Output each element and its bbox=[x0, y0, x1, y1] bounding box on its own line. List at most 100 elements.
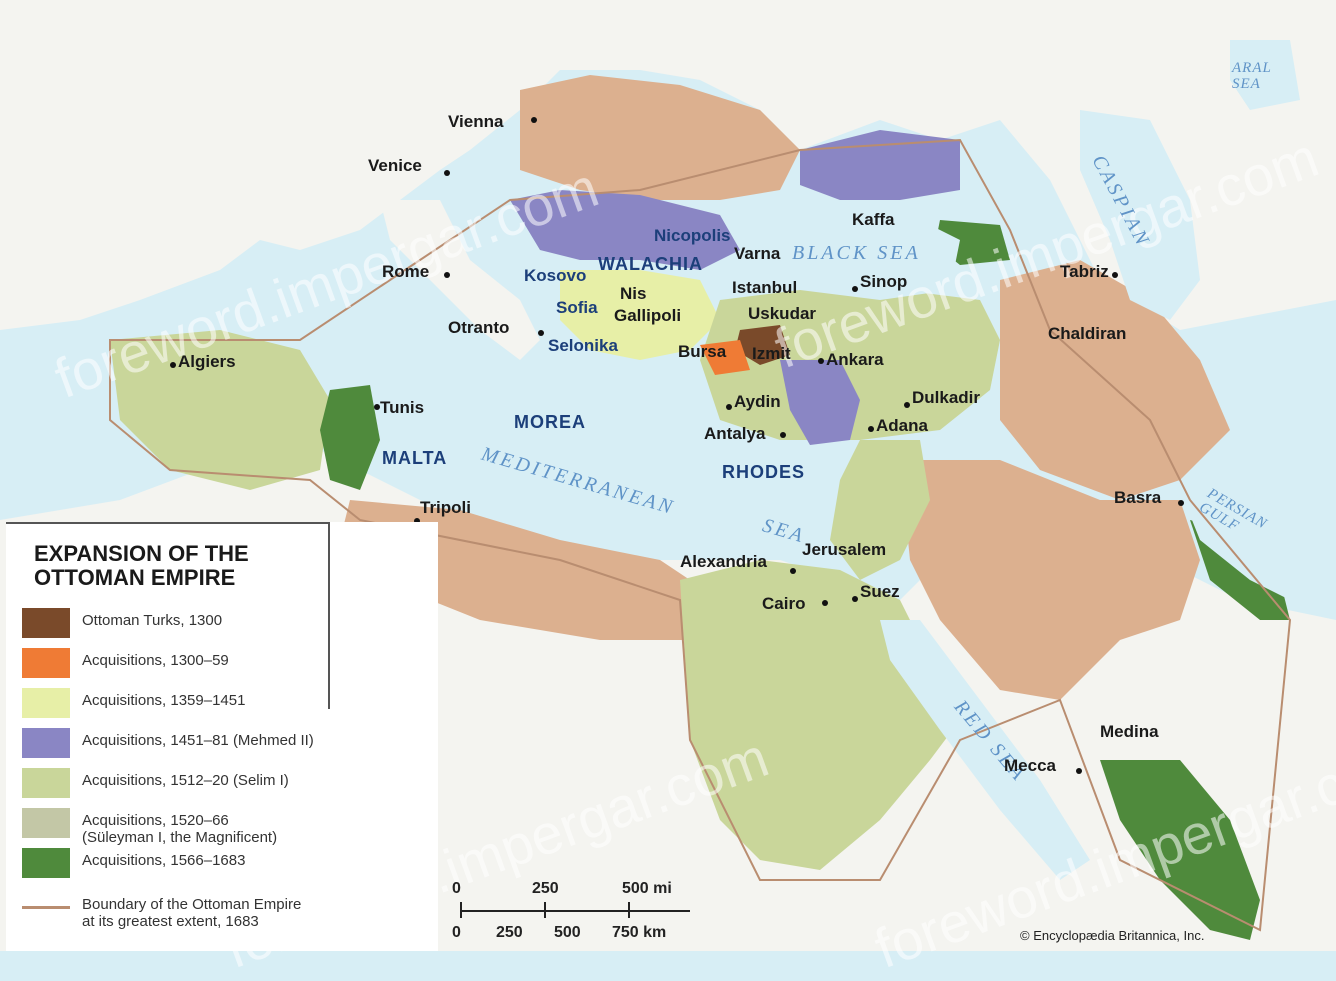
legend-item-label: Acquisitions, 1566–1683 bbox=[82, 852, 246, 869]
legend-item-label: Acquisitions, 1359–1451 bbox=[82, 692, 246, 709]
city-dulkadir: Dulkadir bbox=[912, 388, 981, 407]
legend-item-label: Acquisitions, 1451–81 (Mehmed II) bbox=[82, 732, 314, 749]
legend-swatch bbox=[22, 688, 70, 718]
scale-mi-500: 500 mi bbox=[622, 880, 672, 897]
city-selonika: Selonika bbox=[548, 336, 618, 355]
city-tabriz: Tabriz bbox=[1060, 262, 1109, 281]
water-aral: ARAL SEA bbox=[1232, 60, 1272, 92]
legend-boundary-line bbox=[22, 906, 70, 909]
city-nicopolis: Nicopolis bbox=[654, 226, 731, 245]
legend-item-label: Acquisitions, 1300–59 bbox=[82, 652, 229, 669]
city-bursa: Bursa bbox=[678, 342, 727, 361]
region-north-africa-green bbox=[110, 330, 330, 490]
legend-item: Acquisitions, 1566–1683 bbox=[22, 848, 432, 882]
scale-km-750: 750 km bbox=[612, 924, 667, 941]
city-kaffa: Kaffa bbox=[852, 210, 895, 229]
city-mecca: Mecca bbox=[1004, 756, 1056, 775]
city-medina: Medina bbox=[1100, 722, 1159, 741]
scale-tick-1 bbox=[544, 902, 546, 918]
city-sinop: Sinop bbox=[860, 272, 908, 291]
legend-item: Acquisitions, 1300–59 bbox=[22, 648, 432, 682]
region-balkans-yellow bbox=[560, 270, 720, 360]
aral-sea bbox=[1230, 40, 1300, 110]
scale-tick-2 bbox=[628, 902, 630, 918]
scale-bar: 0 250 500 mi 0 250 500 750 km bbox=[452, 878, 712, 948]
caspian-sea bbox=[1080, 110, 1200, 320]
city-algiers: Algiers bbox=[178, 352, 236, 371]
city-basra: Basra bbox=[1114, 488, 1162, 507]
city-ankara: Ankara bbox=[826, 350, 884, 369]
region-persia bbox=[1000, 260, 1230, 500]
city-suez: Suez bbox=[860, 582, 900, 601]
region-algiers-green bbox=[320, 385, 380, 490]
scale-km-250: 250 bbox=[496, 924, 523, 941]
region-balkans-purple bbox=[510, 190, 740, 270]
scale-line bbox=[460, 910, 690, 912]
city-tunis: Tunis bbox=[380, 398, 425, 417]
legend-swatch bbox=[22, 608, 70, 638]
city-varna: Varna bbox=[734, 244, 781, 263]
legend-swatch bbox=[22, 768, 70, 798]
city-jerusalem: Jerusalem bbox=[802, 540, 887, 559]
city-chaldiran: Chaldiran bbox=[1048, 324, 1127, 343]
region-habsburg bbox=[520, 75, 800, 200]
water-black-sea: BLACK SEA bbox=[792, 242, 921, 264]
city-kosovo: Kosovo bbox=[524, 266, 587, 285]
city-sofia: Sofia bbox=[556, 298, 598, 317]
region-label-malta: MALTA bbox=[382, 448, 448, 468]
legend-swatch bbox=[22, 648, 70, 678]
map-legend: EXPANSION OF THE OTTOMAN EMPIRE Ottoman … bbox=[6, 522, 438, 951]
region-label-morea: MOREA bbox=[514, 412, 586, 432]
scale-km-500: 500 bbox=[554, 924, 581, 941]
legend-swatch bbox=[22, 808, 70, 838]
legend-item: Ottoman Turks, 1300 bbox=[22, 608, 432, 642]
legend-item: Acquisitions, 1520–66 (Süleyman I, the M… bbox=[22, 808, 432, 846]
city-aydin: Aydin bbox=[734, 392, 781, 411]
city-cairo: Cairo bbox=[762, 594, 806, 613]
city-adana: Adana bbox=[876, 416, 928, 435]
city-alexandria: Alexandria bbox=[680, 552, 767, 571]
city-vienna: Vienna bbox=[448, 112, 504, 131]
city-otranto: Otranto bbox=[448, 318, 510, 337]
region-ottoman-core bbox=[735, 325, 790, 365]
scale-mi-0: 0 bbox=[452, 880, 461, 897]
legend-item-label: Ottoman Turks, 1300 bbox=[82, 612, 223, 629]
legend-title: EXPANSION OF THE OTTOMAN EMPIRE bbox=[34, 542, 249, 590]
legend-item: Acquisitions, 1451–81 (Mehmed II) bbox=[22, 728, 432, 762]
region-arabia-tan bbox=[900, 460, 1200, 700]
region-bursa-orange bbox=[700, 340, 750, 375]
land-italy bbox=[380, 200, 540, 360]
legend-item: Acquisitions, 1512–20 (Selim I) bbox=[22, 768, 432, 802]
persian-gulf bbox=[1180, 490, 1300, 600]
city-gallipoli: Gallipoli bbox=[614, 306, 682, 325]
city-antalya: Antalya bbox=[704, 424, 766, 443]
city-nis: Nis bbox=[620, 284, 647, 303]
black-sea bbox=[740, 200, 960, 300]
scale-km-0: 0 bbox=[452, 924, 461, 941]
red-sea bbox=[880, 620, 1090, 880]
city-venice: Venice bbox=[368, 156, 422, 175]
legend-swatch bbox=[22, 848, 70, 878]
region-levant-green bbox=[830, 440, 930, 580]
region-label-walachia: WALACHIA bbox=[598, 254, 703, 274]
legend-boundary-row: Boundary of the Ottoman Empire at its gr… bbox=[22, 892, 432, 930]
city-tripoli: Tripoli bbox=[420, 498, 471, 517]
scale-mi-250: 250 bbox=[532, 880, 559, 897]
region-label-rhodes: RHODES bbox=[722, 462, 806, 482]
city-izmit: Izmit bbox=[752, 344, 791, 363]
legend-boundary-label: Boundary of the Ottoman Empire at its gr… bbox=[82, 896, 302, 930]
legend-title-line-2: OTTOMAN EMPIRE bbox=[34, 565, 236, 590]
legend-title-line-1: EXPANSION OF THE bbox=[34, 541, 249, 566]
legend-item-label: Acquisitions, 1512–20 (Selim I) bbox=[82, 772, 289, 789]
city-uskudar: Uskudar bbox=[748, 304, 817, 323]
land-north bbox=[0, 0, 1336, 330]
legend-item: Acquisitions, 1359–1451 bbox=[22, 688, 432, 722]
city-istanbul: Istanbul bbox=[732, 278, 798, 297]
region-anatolia-purple bbox=[780, 360, 860, 445]
scale-tick-0 bbox=[460, 902, 462, 918]
credit-line: © Encyclopædia Britannica, Inc. bbox=[1020, 928, 1205, 943]
legend-swatch bbox=[22, 728, 70, 758]
region-arabia-green bbox=[1100, 760, 1260, 940]
city-rome: Rome bbox=[382, 262, 430, 281]
legend-item-label: Acquisitions, 1520–66 (Süleyman I, the M… bbox=[82, 812, 278, 846]
